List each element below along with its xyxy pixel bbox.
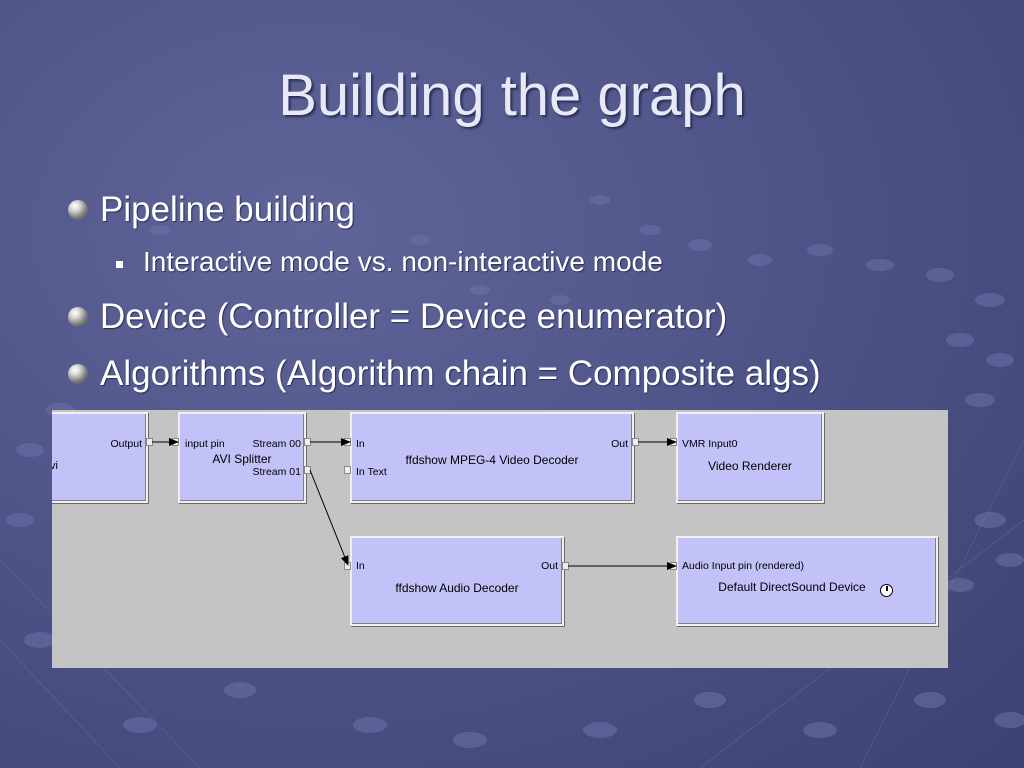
bullet-text: Pipeline building [100,190,355,229]
sound-device-name: Default DirectSound Device [718,580,866,594]
splitter-input-pin-label: input pin [185,438,225,450]
bullet-pipeline-building: Pipeline building [68,190,355,230]
bullet-device: Device (Controller = Device enumerator) [68,297,727,337]
audio-decoder-filter[interactable]: In Out ffdshow Audio Decoder [350,536,564,626]
video-decoder-out-label: Out [611,438,628,450]
splitter-stream01-label: Stream 01 [252,466,301,478]
sphere-bullet-icon [68,307,88,327]
source-filter-name: vi [52,460,58,472]
filter-graph-panel: Output vi input pin Stream 00 AVI Splitt… [52,410,948,668]
sub-bullet-interactive-mode: Interactive mode vs. non-interactive mod… [116,246,663,278]
source-output-pin-label: Output [110,438,142,450]
directsound-device-filter[interactable]: Audio Input pin (rendered) Default Direc… [676,536,938,626]
sphere-bullet-icon [68,364,88,384]
source-filter[interactable]: Output vi [52,412,148,503]
square-bullet-icon [116,260,123,268]
bullet-text: Algorithms (Algorithm chain = Composite … [100,354,821,393]
sphere-bullet-icon [68,200,88,220]
video-renderer-name: Video Renderer [708,459,792,473]
avi-splitter-name: AVI Splitter [212,452,272,466]
video-decoder-in-text-pin[interactable] [344,466,351,474]
video-decoder-filter[interactable]: In Out ffdshow MPEG-4 Video Decoder In T… [350,412,634,503]
video-renderer-filter[interactable]: VMR Input0 Video Renderer [676,412,824,503]
bullet-text: Device (Controller = Device enumerator) [100,297,728,336]
clock-icon [880,584,893,597]
connection-wires [152,438,677,570]
sound-device-in-label: Audio Input pin (rendered) [682,560,804,572]
bullet-algorithms: Algorithms (Algorithm chain = Composite … [68,354,821,394]
video-renderer-in-label: VMR Input0 [682,438,738,450]
splitter-stream00-label: Stream 00 [252,438,301,450]
video-decoder-in-text-label: In Text [356,466,387,478]
video-decoder-in-label: In [356,438,365,450]
audio-decoder-in-label: In [356,560,365,572]
avi-splitter-filter[interactable]: input pin Stream 00 AVI Splitter Stream … [178,412,306,503]
wire-splitter-to-audio-decoder [309,469,349,566]
video-decoder-name: ffdshow MPEG-4 Video Decoder [405,453,579,467]
slide-title: Building the graph [278,63,746,128]
audio-decoder-name: ffdshow Audio Decoder [395,581,519,595]
bullet-text: Interactive mode vs. non-interactive mod… [143,246,663,277]
audio-decoder-out-label: Out [541,560,558,572]
